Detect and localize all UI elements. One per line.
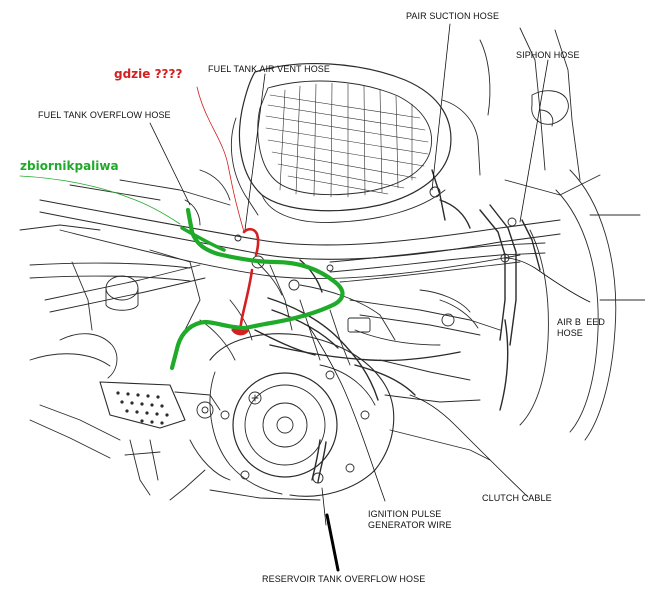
engine-case bbox=[169, 333, 491, 501]
hose-routing bbox=[254, 169, 541, 483]
footpeg-bracket bbox=[99, 381, 221, 496]
label-pair-suction-hose: PAIR SUCTION HOSE bbox=[406, 11, 500, 21]
label-air-bleed-hose-line1: AIR B EED bbox=[557, 317, 606, 327]
label-reservoir-tank-overflow-hose: RESERVOIR TANK OVERFLOW HOSE bbox=[262, 574, 426, 584]
air-box bbox=[230, 63, 481, 223]
label-ignition-pulse-line2: GENERATOR WIRE bbox=[368, 520, 452, 530]
label-clutch-cable: CLUTCH CABLE bbox=[482, 493, 552, 503]
right-frame bbox=[479, 27, 645, 441]
reservoir-leader bbox=[325, 513, 340, 572]
red-annotation-marks bbox=[196, 86, 260, 336]
leader-lines bbox=[149, 23, 591, 526]
annotation-fuel-tank: zbiornikpaliwa bbox=[20, 159, 119, 173]
green-annotation-marks bbox=[19, 175, 345, 371]
label-siphon-hose: SIPHON HOSE bbox=[516, 50, 580, 60]
left-components bbox=[29, 169, 231, 459]
label-air-bleed-hose-line2: HOSE bbox=[557, 328, 583, 338]
hose-clamps bbox=[234, 186, 517, 484]
label-fuel-tank-overflow-hose: FUEL TANK OVERFLOW HOSE bbox=[38, 110, 171, 120]
frame-tubes bbox=[19, 179, 561, 313]
label-ignition-pulse-line1: IGNITION PULSE bbox=[368, 509, 442, 519]
label-fuel-tank-air-vent-hose: FUEL TANK AIR VENT HOSE bbox=[208, 64, 330, 74]
cylinder-section bbox=[199, 259, 501, 366]
annotation-question: gdzie ???? bbox=[114, 67, 183, 81]
